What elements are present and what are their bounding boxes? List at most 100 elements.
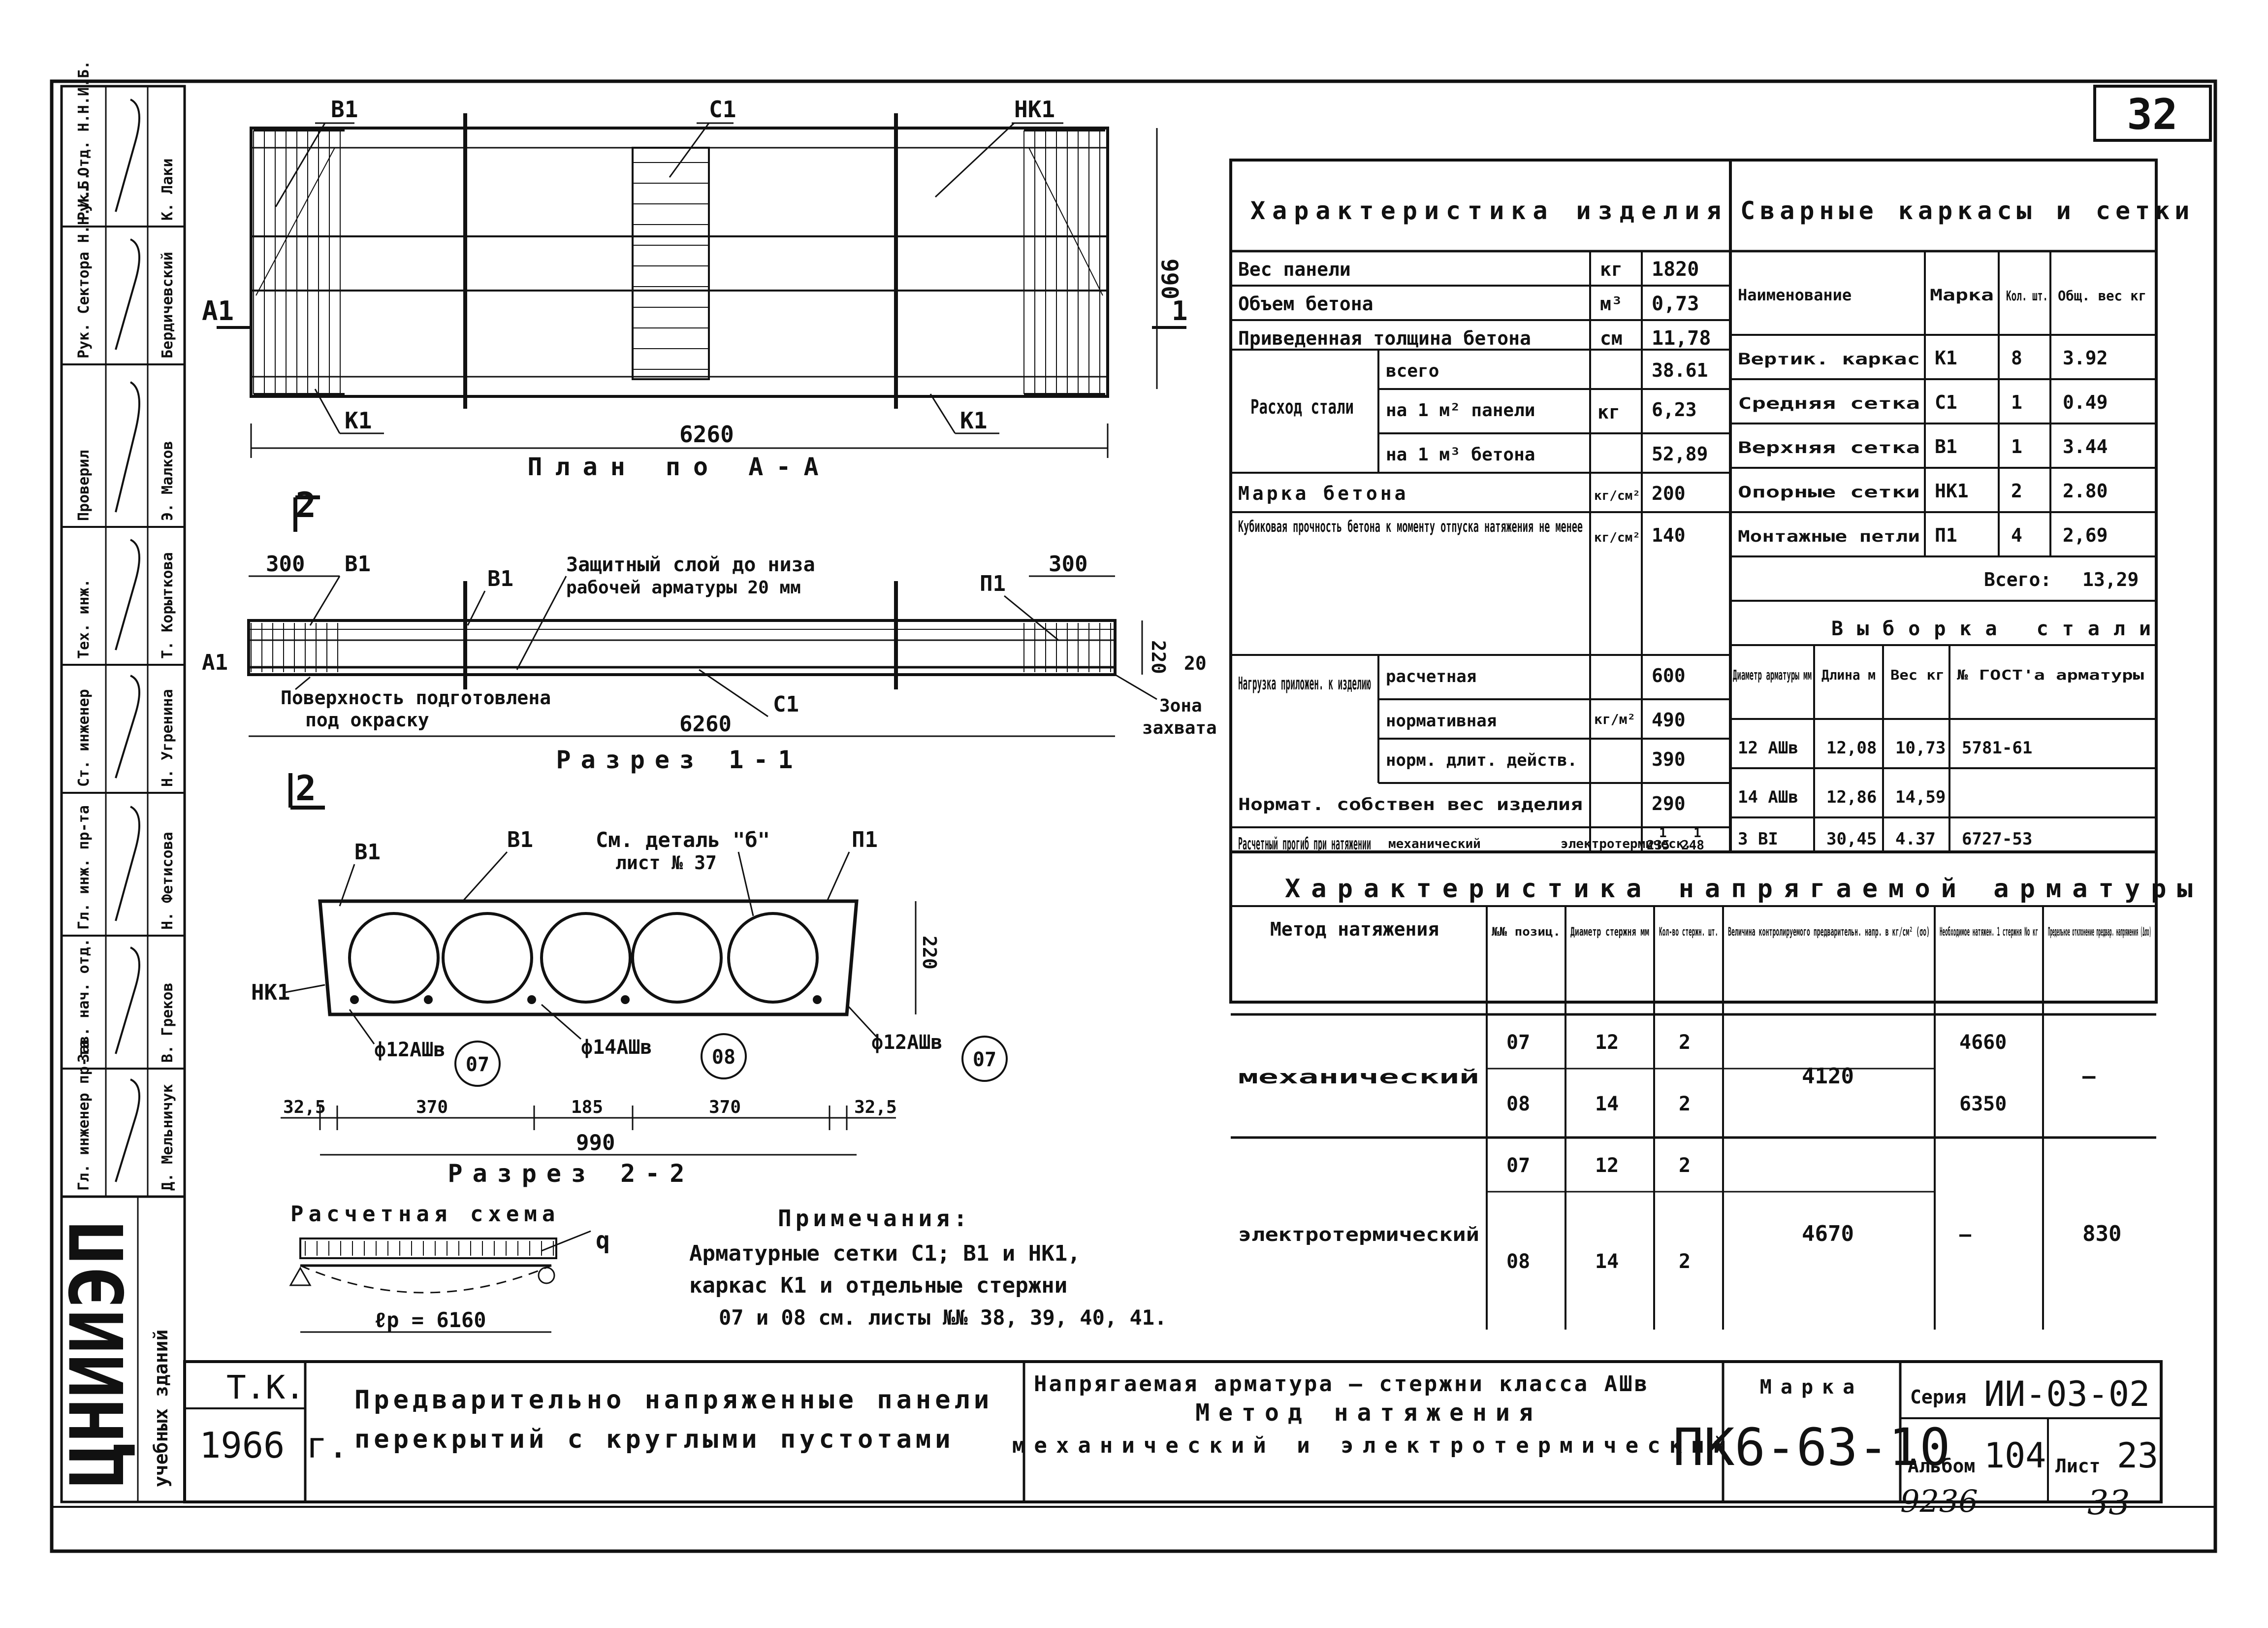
section-2-2: В1 В1 См. деталь "б" лист № 37 П1 НК1 ф1… (251, 827, 1008, 1188)
load-row-value-0: 600 (1652, 665, 1686, 686)
frames-cell-0-2: 8 (2011, 347, 2022, 369)
calc-title: Расчетная схема (290, 1202, 560, 1227)
tension-header-1: №№ позиц. (1491, 925, 1561, 939)
sec11-dim-length: 6260 (679, 712, 732, 737)
footer-page: 33 (2087, 1484, 2130, 1523)
plan-dim-length: 6260 (679, 421, 734, 448)
stamp-name-6: В. Греков (159, 982, 176, 1063)
tb-tk: Т.К. (226, 1368, 305, 1406)
steel-cell-1-1: 12,86 (1826, 787, 1877, 807)
frames-cell-0-0: Вертик. каркас (1738, 350, 1920, 368)
dim-chain-0: 32,5 (283, 1097, 326, 1117)
stamp-name-2: Э. Малков (159, 441, 176, 521)
tension-need-0-0: 4660 (1959, 1031, 2007, 1054)
char-title: Характеристика изделия (1250, 196, 1728, 225)
stamp-name-0: К. Лаки (159, 159, 176, 221)
tension-need-0-1: 6350 (1959, 1093, 2007, 1115)
signature-5 (115, 806, 140, 921)
frames-header-1: Марка (1930, 286, 1994, 304)
tension-item-0-0-2: 2 (1679, 1031, 1691, 1054)
void-4 (727, 912, 819, 1004)
cube-value: 140 (1652, 524, 1686, 546)
steel-cell-2-0: 3 ВI (1738, 829, 1778, 849)
tb-series: ИИ-03-02 (1984, 1374, 2150, 1414)
sec11-dim-220: 220 (1148, 640, 1169, 674)
grade-name: Марка бетона (1238, 483, 1409, 504)
tension-header-0: Метод натяжения (1270, 918, 1439, 940)
title-block: Т.К. 1966 г. Предварительно напряженные … (183, 1360, 2163, 1503)
steel-cell-2-3: 6727-53 (1962, 829, 2032, 849)
sec11-cut-left: А1 (202, 650, 228, 675)
plan-label-nk1: НК1 (1014, 96, 1055, 123)
signature-3 (115, 539, 140, 651)
char-value-2: 11,78 (1652, 327, 1711, 350)
tension-title: Характеристика напрягаемой арматуры (1285, 874, 2204, 904)
frames-cell-0-1: К1 (1935, 347, 1957, 369)
stamp-name-7: Д. Мельничук (159, 1084, 176, 1191)
plan-label-k1-left: К1 (345, 407, 372, 434)
tension-item-1-1-2: 2 (1679, 1250, 1691, 1273)
tension-item-0-0-1: 12 (1595, 1031, 1619, 1054)
char-value-0: 1820 (1652, 258, 1699, 281)
steel-header-2: Вес кг (1890, 667, 1945, 683)
steel-cell-0-2: 10,73 (1895, 738, 1946, 758)
sec22-nk1: НК1 (251, 980, 290, 1005)
steel-row-name-1: на 1 м² панели (1386, 400, 1535, 421)
char-unit-0: кг (1600, 259, 1623, 280)
frames-cell-0-3: 3.92 (2063, 347, 2108, 369)
signature-7 (115, 1078, 140, 1182)
tension-header-2: Диаметр стержня мм (1570, 925, 1649, 939)
tension-header-4: Величина контролируемого предварительн. … (1728, 925, 1930, 939)
frames-cell-3-2: 2 (2011, 480, 2022, 502)
steel-cell-0-1: 12,08 (1826, 738, 1877, 758)
tension-item-1-0-2: 2 (1679, 1154, 1691, 1177)
tension-dev-0: — (2082, 1064, 2096, 1089)
frames-cell-2-0: Верхняя сетка (1738, 438, 1920, 457)
sec11-zone2: захвата (1142, 718, 1217, 738)
tb-name2: перекрытий с круглыми пустотами (354, 1425, 955, 1454)
rebar-1 (424, 995, 433, 1004)
plan-title: План по А-А (527, 453, 831, 481)
load-row-name-1: нормативная (1386, 711, 1497, 731)
tb-mark-label: Марка (1760, 1376, 1863, 1399)
sec22-detail2: лист № 37 (615, 852, 717, 874)
void-3 (631, 912, 723, 1004)
sec11-note-surface: Поверхность подготовлена (281, 687, 551, 709)
load-row-value-2: 390 (1652, 749, 1686, 770)
steel-row-value-0: 38.61 (1652, 359, 1708, 381)
stamp-role-6: Зав. нач. отд. (75, 938, 93, 1063)
selfweight-name: Нормат. собствен вес изделия (1238, 795, 1583, 814)
sec11-dim300-left: 300 (266, 552, 305, 577)
steel-cell-2-1: 30,45 (1826, 829, 1877, 849)
sec11-c1: С1 (773, 692, 799, 717)
steel-row-name-0: всего (1386, 361, 1439, 381)
tb-desc2: Метод натяжения (1195, 1399, 1541, 1427)
sec22-title: Разрез 2-2 (447, 1159, 694, 1188)
tb-sheet: 23 (2117, 1435, 2158, 1476)
tension-item-0-0-0: 07 (1506, 1031, 1530, 1054)
sec11-zone: Зона (1159, 696, 1202, 716)
steel-cell-2-2: 4.37 (1895, 829, 1936, 849)
stamp-role-5: Гл. инж. пр-та (75, 805, 93, 930)
rebar-2 (527, 995, 536, 1004)
steel-header-1: Длина м (1821, 667, 1876, 683)
tension-header-6: Предельное отклонение предвар. напряжени… (2048, 925, 2151, 939)
product-char-table: Характеристика изделия Сварные каркасы и… (1229, 159, 2189, 1004)
sec22-b1-left: В1 (354, 840, 381, 865)
frames-cell-2-1: В1 (1935, 436, 1957, 457)
steel-header-3: № ГОСТ'а арматуры (1957, 667, 2144, 683)
stamp-role-3: Тех. инж. (75, 579, 93, 659)
signature-1 (115, 238, 140, 350)
frames-cell-4-0: Монтажные петли (1738, 527, 1920, 546)
steel-cell-0-0: 12 АШв (1738, 738, 1798, 758)
steel-consumption-label: Расход стали (1250, 396, 1354, 419)
defl-row-name-1: электротермическ. (1561, 837, 1692, 851)
dim-chain-1: 370 (416, 1097, 448, 1117)
frames-cell-1-3: 0.49 (2063, 391, 2108, 413)
sec11-cut-label: 2 (295, 485, 316, 525)
stamp-name-1: Бердичевский (159, 252, 176, 358)
selfweight-value: 290 (1652, 793, 1686, 814)
tb-year: 1966 г. (199, 1425, 349, 1466)
char-name-2: Приведенная толщина бетона (1238, 327, 1531, 349)
